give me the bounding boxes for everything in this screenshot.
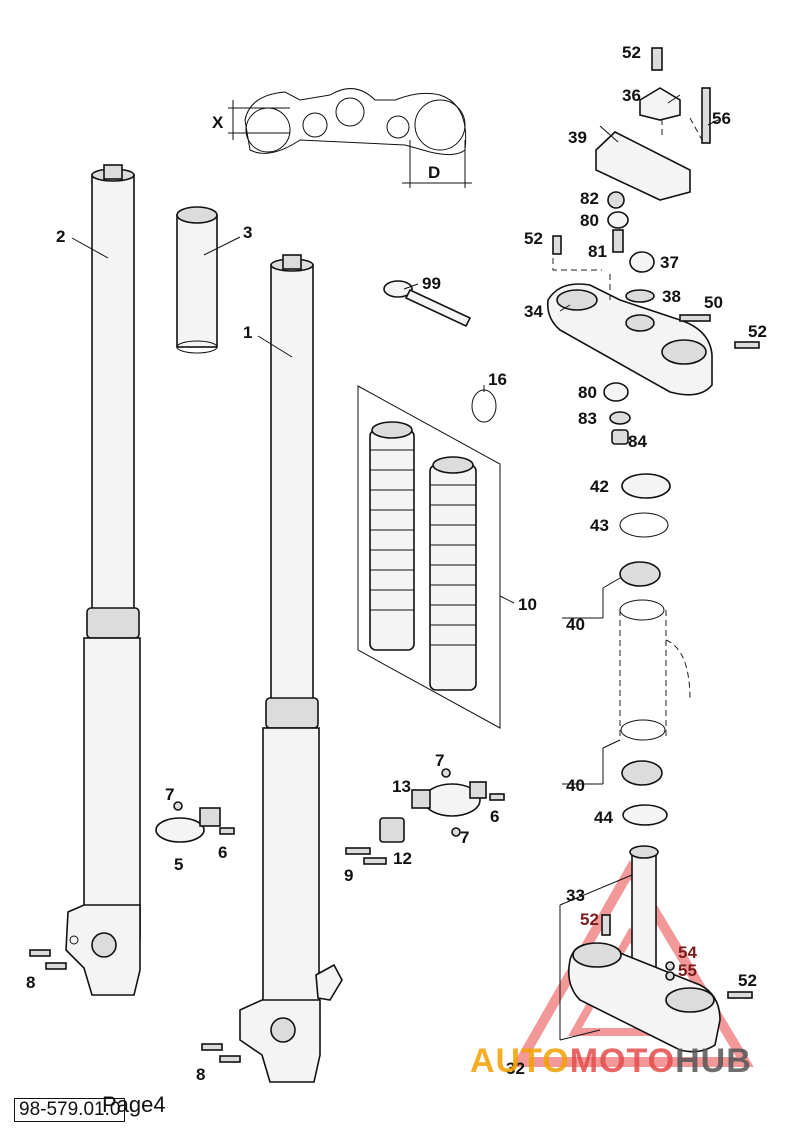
callout-81: 81 bbox=[588, 242, 607, 261]
callout-7: 7 bbox=[460, 828, 469, 847]
watermark-logo: AUTOMOTOHUB bbox=[470, 1042, 800, 1090]
callout-12: 12 bbox=[393, 849, 412, 868]
callout-39: 39 bbox=[568, 128, 587, 147]
callout-2: 2 bbox=[56, 227, 65, 246]
callout-52: 52 bbox=[580, 910, 599, 929]
callout-7: 7 bbox=[435, 751, 444, 770]
callout-40: 40 bbox=[566, 615, 585, 634]
callout-56: 56 bbox=[712, 109, 731, 128]
callout-37: 37 bbox=[660, 253, 679, 272]
callout-8: 8 bbox=[26, 973, 35, 992]
watermark-auto: AUTO bbox=[470, 1042, 570, 1080]
fork-boot-set bbox=[357, 385, 501, 729]
callout-54: 54 bbox=[678, 943, 697, 962]
callout-52: 52 bbox=[622, 43, 641, 62]
callout-1: 1 bbox=[243, 323, 252, 342]
callout-36: 36 bbox=[622, 86, 641, 105]
callout-3: 3 bbox=[243, 223, 252, 242]
callout-43: 43 bbox=[590, 516, 609, 535]
dimension-d-label: D bbox=[428, 163, 440, 182]
hose-clip bbox=[471, 389, 497, 423]
callout-6: 6 bbox=[490, 807, 499, 826]
callout-52: 52 bbox=[738, 971, 757, 990]
special-tool bbox=[383, 280, 472, 328]
page-footer: 98-579.01.0 Page4 bbox=[10, 1092, 310, 1122]
callout-99: 99 bbox=[422, 274, 441, 293]
triple-clamp-dimension-sketch: X D bbox=[212, 88, 472, 188]
callout-44: 44 bbox=[594, 808, 613, 827]
dimension-x-label: X bbox=[212, 113, 224, 132]
screws bbox=[29, 793, 505, 1063]
callout-8: 8 bbox=[196, 1065, 205, 1084]
callout-40: 40 bbox=[566, 776, 585, 795]
callout-55: 55 bbox=[678, 961, 697, 980]
page-label: Page4 bbox=[102, 1092, 166, 1117]
fork-leg-right bbox=[239, 254, 343, 1083]
callout-9: 9 bbox=[344, 866, 353, 885]
callout-83: 83 bbox=[578, 409, 597, 428]
part-callouts: 52 36 56 39 82 80 52 81 37 38 34 50 52 8… bbox=[26, 43, 767, 1084]
callout-10: 10 bbox=[518, 595, 537, 614]
callout-32: 32 bbox=[506, 1059, 525, 1078]
callout-34: 34 bbox=[524, 302, 543, 321]
fork-leg-left bbox=[65, 164, 141, 996]
fork-guard-tube bbox=[176, 206, 218, 354]
brake-line-guide-left bbox=[155, 801, 221, 843]
callout-52: 52 bbox=[524, 229, 543, 248]
cable-block bbox=[379, 817, 405, 843]
callout-6: 6 bbox=[218, 843, 227, 862]
watermark-moto: MOTO bbox=[569, 1042, 676, 1080]
callout-5: 5 bbox=[174, 855, 183, 874]
callout-42: 42 bbox=[590, 477, 609, 496]
callout-80: 80 bbox=[578, 383, 597, 402]
steering-stem-assembly bbox=[546, 47, 760, 1053]
callout-33: 33 bbox=[566, 886, 585, 905]
callout-16: 16 bbox=[488, 370, 507, 389]
brake-line-guide-right bbox=[411, 768, 487, 837]
callout-84: 84 bbox=[628, 432, 647, 451]
callout-80: 80 bbox=[580, 211, 599, 230]
callout-38: 38 bbox=[662, 287, 681, 306]
callout-13: 13 bbox=[392, 777, 411, 796]
callout-7: 7 bbox=[165, 785, 174, 804]
callout-50: 50 bbox=[704, 293, 723, 312]
callout-82: 82 bbox=[580, 189, 599, 208]
watermark-hub: HUB bbox=[675, 1042, 752, 1080]
drawing-number: 98-579.01.0 bbox=[14, 1098, 126, 1122]
callout-52: 52 bbox=[748, 322, 767, 341]
leader-lines bbox=[71, 94, 719, 1041]
